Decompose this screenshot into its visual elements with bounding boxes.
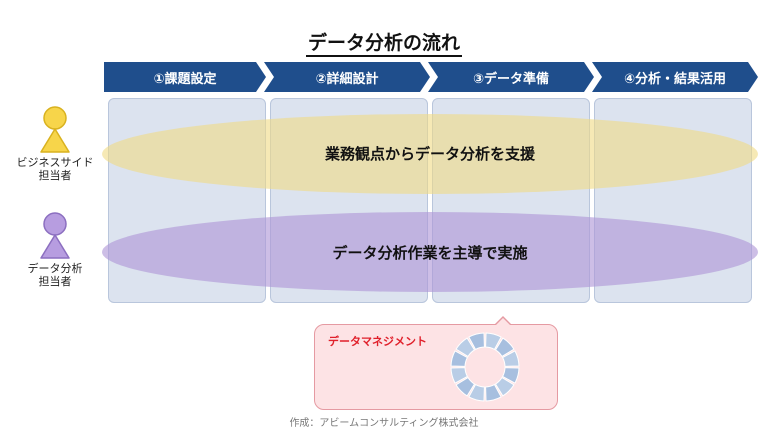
analyst-work-label: データ分析作業を主導で実施: [332, 244, 528, 262]
business-actor: ビジネスサイド 担当者: [10, 104, 100, 183]
ring-segment: [494, 337, 515, 358]
business-person-icon: [40, 106, 70, 153]
diagram-title: データ分析の流れ: [0, 28, 768, 57]
ring-segment: [455, 337, 476, 358]
data-management-ring-icon: [450, 332, 520, 402]
ring-segment: [485, 383, 502, 402]
ring-segment: [485, 332, 502, 351]
phase-arrow-2: ②詳細設計: [264, 62, 430, 92]
business-actor-line2: 担当者: [38, 170, 72, 182]
callout-pointer-fill: [495, 318, 511, 326]
business-support-label: 業務観点からデータ分析を支援: [324, 145, 535, 163]
analyst-person-icon: [40, 212, 70, 259]
ring-segment: [494, 376, 515, 397]
phase-arrow-3: ③データ準備: [428, 62, 594, 92]
credit-text: 作成：アビームコンサルティング株式会社: [289, 418, 479, 429]
phase-arrow-1: ①課題設定: [104, 62, 266, 92]
ring-segment: [450, 350, 469, 367]
diagram-title-text: データ分析の流れ: [305, 32, 462, 57]
ring-segment: [468, 383, 485, 402]
ring-segment: [501, 367, 520, 384]
data-management-label: データマネジメント: [328, 335, 427, 348]
ring-segments: [450, 332, 520, 402]
business-actor-line1: ビジネスサイド: [16, 157, 94, 169]
ring-segment: [455, 376, 476, 397]
ring-segment: [501, 350, 520, 367]
ring-segment: [468, 332, 485, 351]
analyst-actor: データ分析 担当者: [10, 210, 100, 289]
analyst-actor-line2: 担当者: [38, 276, 72, 288]
business-support-band: [102, 114, 758, 194]
analyst-work-band: [102, 212, 758, 292]
data-management-box: [314, 324, 558, 410]
phase-arrow-4: ④分析・結果活用: [592, 62, 758, 92]
analyst-actor-line1: データ分析: [27, 263, 83, 275]
ring-segment: [450, 367, 469, 384]
